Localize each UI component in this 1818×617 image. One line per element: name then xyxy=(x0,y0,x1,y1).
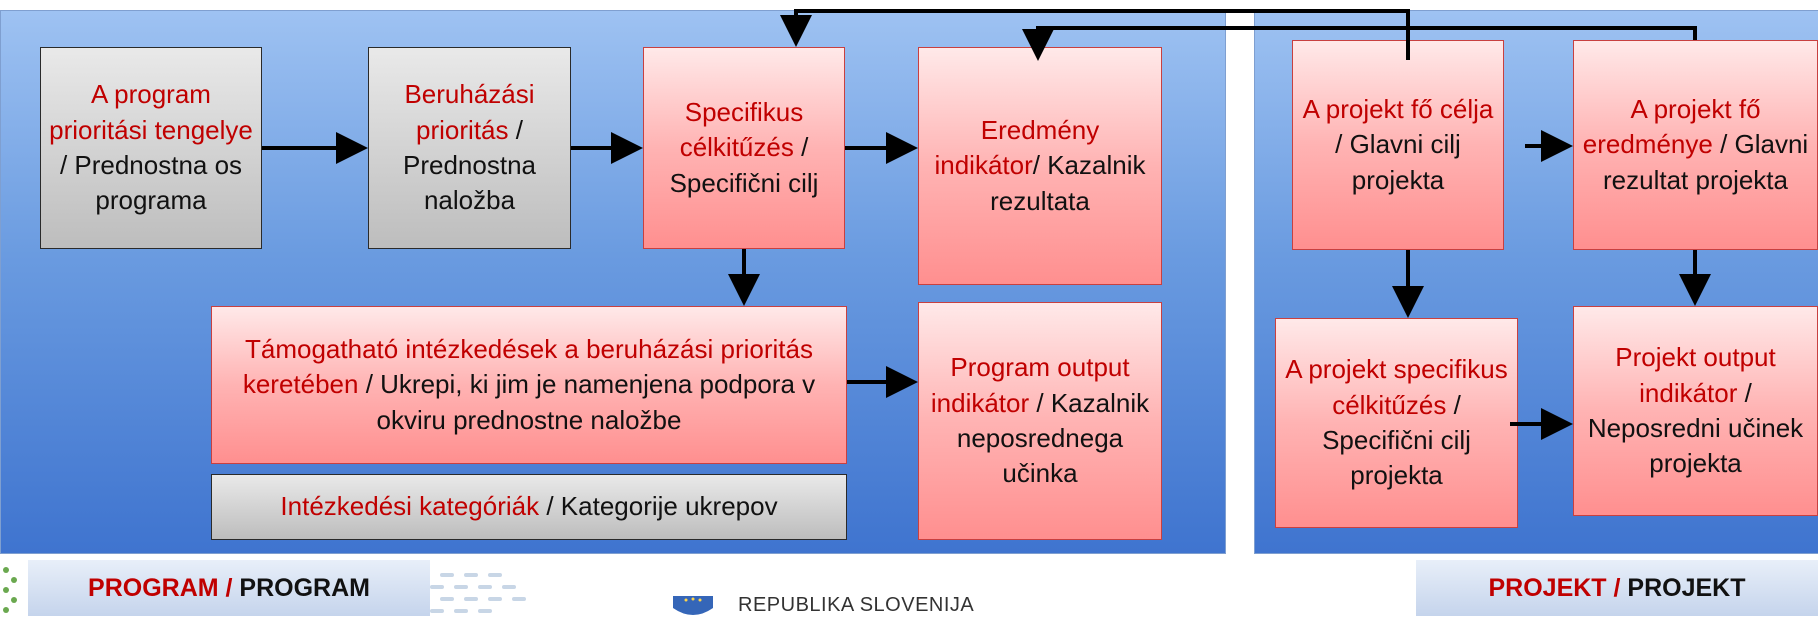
label-separator: / xyxy=(218,573,240,602)
box-text-hu: Beruházási prioritás xyxy=(404,79,535,145)
box-text-sl: / Glavni cilj projekta xyxy=(1335,129,1461,195)
program-label: PROGRAM / PROGRAM xyxy=(28,560,430,616)
supported-actions-box: Támogatható intézkedések a beruházási pr… xyxy=(211,306,847,464)
box-text-hu: Intézkedési kategóriák xyxy=(280,491,540,522)
box-text-hu: Program output indikátor xyxy=(930,352,1130,418)
action-categories-box: Intézkedési kategóriák / Kategorije ukre… xyxy=(211,474,847,540)
label-hu: PROGRAM xyxy=(88,573,219,602)
box-text-hu: Eredmény indikátor xyxy=(934,114,1100,181)
box-text-hu: A projekt fő célja xyxy=(1302,93,1494,124)
box-text-sl: / Neposredni učinek projekta xyxy=(1587,377,1804,479)
box-text-sl: / Ukrepi, ki jim je namenjena podpora v … xyxy=(358,369,816,435)
box-text-sl: / Kategorije ukrepov xyxy=(539,491,778,522)
specific-objective-box: Specifikus célkitűzés / Specifični cilj xyxy=(643,47,845,249)
label-sl: PROJEKT xyxy=(1627,573,1746,602)
project-main-goal-box: A projekt fő célja / Glavni cilj projekt… xyxy=(1292,40,1504,250)
box-text-sl: / Glavni rezultat projekta xyxy=(1603,129,1809,195)
arrow-result-to-indicator xyxy=(1022,26,1697,61)
program-output-indicator-box: Program output indikátor / Kazalnik nepo… xyxy=(918,302,1162,540)
box-text-hu: A projekt specifikus célkitűzés xyxy=(1285,354,1508,420)
box-text-hu: A projekt fő eredménye xyxy=(1582,93,1761,160)
box-text-hu: Támogatható intézkedések a beruházási pr… xyxy=(242,333,813,400)
investment-priority-box: Beruházási prioritás / Prednostna naložb… xyxy=(368,47,571,249)
green-dot-decoration xyxy=(3,567,17,613)
label-hu: PROJEKT xyxy=(1488,573,1607,602)
project-output-indicator-box: Projekt output indikátor / Neposredni uč… xyxy=(1573,306,1818,516)
result-indicator-box: Eredmény indikátor/ Kazalnik rezultata xyxy=(918,47,1162,285)
arrow-goal-to-spec-objective xyxy=(780,9,1410,60)
republic-text: REPUBLIKA SLOVENIJA xyxy=(738,594,975,616)
box-text-hu: Specifikus célkitűzés xyxy=(679,96,804,163)
project-specific-objective-box: A projekt specifikus célkitűzés / Specif… xyxy=(1275,318,1518,528)
project-main-result-box: A projekt fő eredménye / Glavni rezultat… xyxy=(1573,40,1818,250)
coat-of-arms-icon xyxy=(673,596,713,615)
box-text-sl: / Kazalnik neposrednega učinka xyxy=(956,387,1150,489)
box-text-sl: / Specifični cilj xyxy=(669,132,819,198)
box-text-sl: / Specifični cilj projekta xyxy=(1322,389,1471,491)
program-priority-axis-box: A program prioritási tengelye / Prednost… xyxy=(40,47,262,249)
label-sl: PROGRAM xyxy=(239,573,370,602)
box-text-hu: Projekt output indikátor xyxy=(1615,342,1776,408)
box-text-sl: / Kazalnik rezultata xyxy=(990,150,1146,216)
box-text-sl: / Prednostna os programa xyxy=(59,150,243,216)
box-text-hu: A program prioritási tengelye xyxy=(49,79,253,145)
box-text-sl: / Prednostna naložba xyxy=(403,114,536,216)
decorative-dot-pattern xyxy=(430,573,526,613)
projekt-label: PROJEKT / PROJEKT xyxy=(1416,560,1818,616)
label-separator: / xyxy=(1606,573,1628,602)
